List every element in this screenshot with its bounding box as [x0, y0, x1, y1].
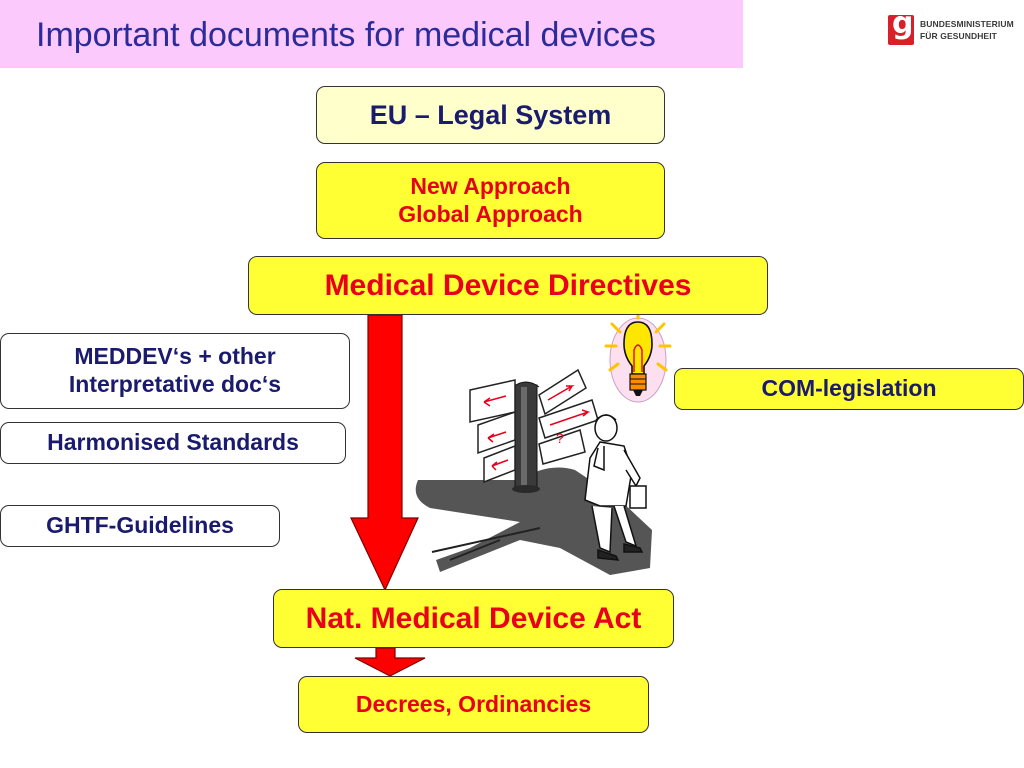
logo-mark-letter: g: [892, 6, 914, 41]
logo-text-line1: BUNDESMINISTERIUM: [920, 19, 1014, 29]
big-down-arrow-icon: [350, 314, 419, 592]
logo-text-line2: FÜR GESUNDHEIT: [920, 31, 997, 41]
national-act-label: Nat. Medical Device Act: [305, 601, 642, 635]
harmonised-standards-box: Harmonised Standards: [0, 422, 346, 464]
page-title: Important documents for medical devices: [36, 16, 656, 54]
approach-box: New Approach Global Approach: [316, 162, 665, 239]
medical-device-directives-label: Medical Device Directives: [324, 268, 692, 302]
meddev-label-line1: MEDDEV‘s + other: [74, 343, 276, 370]
decrees-box: Decrees, Ordinancies: [298, 676, 649, 733]
title-bar: Important documents for medical devices: [0, 0, 743, 68]
national-act-box: Nat. Medical Device Act: [273, 589, 674, 648]
ghtf-guidelines-label: GHTF-Guidelines: [46, 512, 234, 539]
eu-legal-system-label: EU – Legal System: [369, 99, 612, 130]
global-approach-label: Global Approach: [398, 200, 583, 227]
small-down-arrow-icon: [354, 647, 426, 677]
com-legislation-label: COM-legislation: [761, 375, 937, 402]
eu-legal-system-box: EU – Legal System: [316, 86, 665, 144]
com-legislation-box: COM-legislation: [674, 368, 1024, 410]
meddev-label-line2: Interpretative doc‘s: [68, 371, 282, 397]
decrees-label: Decrees, Ordinancies: [355, 690, 592, 717]
ghtf-guidelines-box: GHTF-Guidelines: [0, 505, 280, 547]
meddev-box: MEDDEV‘s + other Interpretative doc‘s: [0, 333, 350, 409]
logo-mark-icon: g: [888, 9, 914, 45]
harmonised-standards-label: Harmonised Standards: [47, 429, 299, 456]
medical-device-directives-box: Medical Device Directives: [248, 256, 768, 315]
signpost-question-mark: ?: [556, 430, 564, 446]
ministry-logo: g BUNDESMINISTERIUM FÜR GESUNDHEIT: [888, 9, 1018, 47]
new-approach-label: New Approach: [410, 172, 571, 199]
lightbulb-icon: [604, 310, 672, 403]
thinking-man-icon: [584, 414, 647, 561]
